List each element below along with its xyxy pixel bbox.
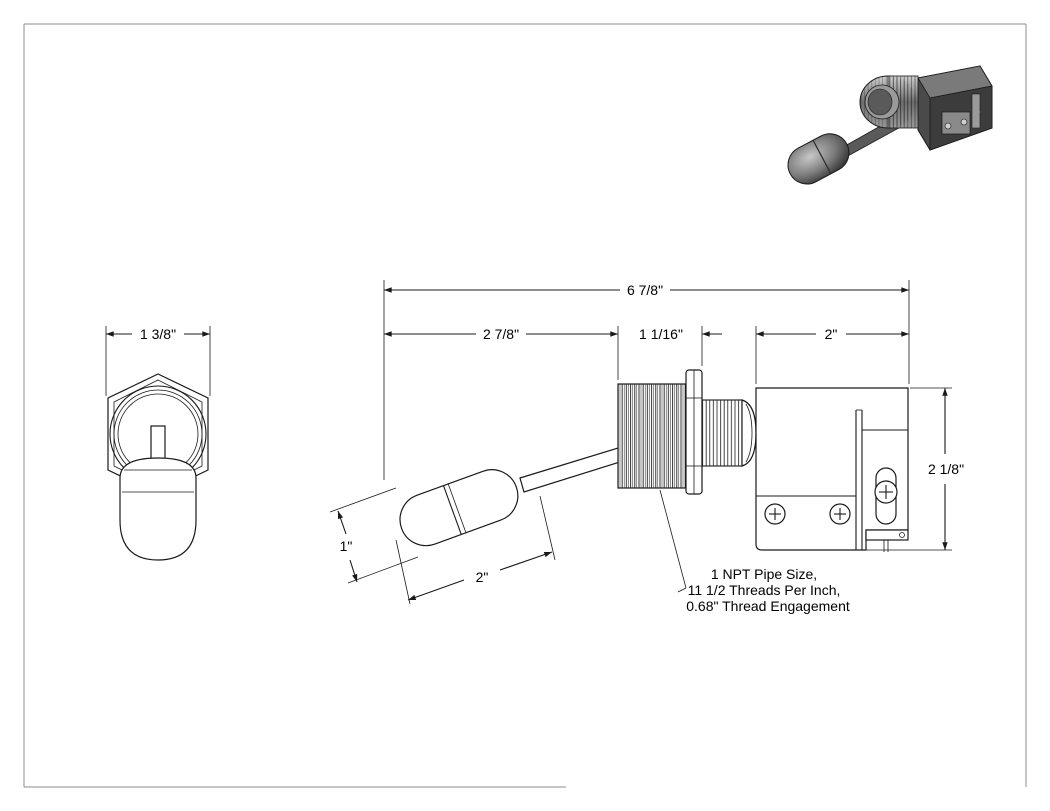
dimension-lines bbox=[105, 280, 952, 605]
float bbox=[399, 469, 519, 547]
dim-hex-width: 1 3/8" bbox=[140, 326, 176, 342]
drawing-frame bbox=[23, 23, 1027, 788]
dim-overall-length: 6 7/8" bbox=[627, 282, 663, 298]
thread-note-line1: 1 NPT Pipe Size, bbox=[711, 566, 817, 582]
dim-switch-height: 2 1/8" bbox=[928, 461, 964, 477]
end-view bbox=[107, 373, 209, 561]
dim-float-length: 2" bbox=[476, 569, 489, 585]
thread-note-line3: 0.68" Thread Engagement bbox=[686, 598, 850, 614]
dim-stem-length: 2 7/8" bbox=[483, 326, 519, 342]
dim-fitting-length: 1 1/16" bbox=[639, 326, 683, 342]
isometric-view bbox=[787, 65, 993, 185]
dim-float-diameter: 1" bbox=[340, 538, 353, 554]
thread-note-line2: 11 1/2 Threads Per Inch, bbox=[688, 582, 841, 598]
thread-note: 1 NPT Pipe Size, 11 1/2 Threads Per Inch… bbox=[686, 566, 850, 614]
dimension-labels: 6 7/8" 2 7/8" 1 1/16" 2" 2 1/8" 1 3/8" 1… bbox=[140, 282, 964, 585]
side-view bbox=[399, 369, 909, 552]
dim-switch-length: 2" bbox=[825, 326, 838, 342]
